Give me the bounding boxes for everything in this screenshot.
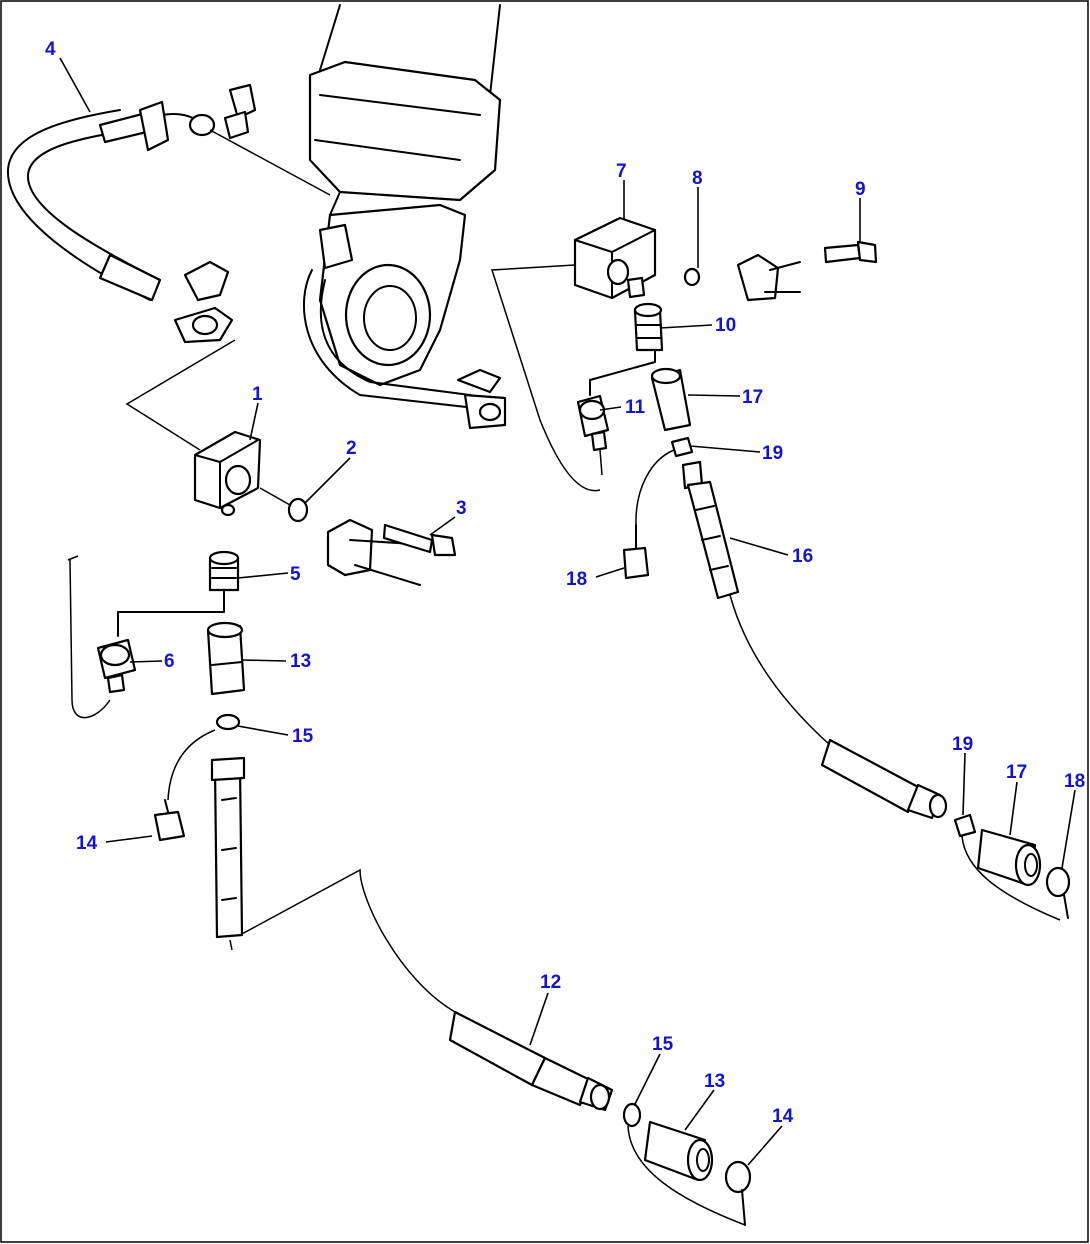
callout-18-top: 18 [566, 569, 587, 590]
callout-6: 6 [164, 651, 175, 672]
nut-13-bottom [643, 1120, 714, 1182]
callout-9: 9 [855, 179, 866, 200]
callout-19-top: 19 [762, 443, 783, 464]
hose-12 [210, 756, 614, 1112]
callout-15-left: 15 [292, 726, 314, 747]
callout-19-right: 19 [952, 734, 973, 755]
callout-4: 4 [45, 39, 56, 60]
flange-bolt-3 [326, 518, 457, 586]
callout-14-left: 14 [76, 833, 98, 854]
block-7 [490, 216, 657, 492]
flange-bolt-9 [736, 240, 878, 302]
callout-3: 3 [456, 498, 467, 519]
plug-14-bottom [724, 1160, 752, 1226]
nut-17-right [976, 828, 1042, 887]
washer-19-top [635, 436, 694, 526]
callout-11: 11 [625, 397, 646, 418]
cap-6 [67, 555, 137, 719]
cylinder-assembly [302, 4, 507, 430]
callout-5: 5 [290, 564, 301, 585]
o-ring-2 [259, 487, 309, 523]
callout-13-left: 13 [290, 651, 311, 672]
nut-13-left [206, 621, 246, 696]
callout-2: 2 [346, 438, 357, 459]
plug-18-right [1045, 866, 1071, 919]
callout-labels: 4 1 2 3 5 6 7 8 9 10 11 17 19 18 16 13 1… [45, 39, 1085, 1127]
connector-10 [589, 302, 664, 396]
connector-5 [117, 550, 240, 637]
callout-17-right: 17 [1006, 762, 1027, 783]
plug-14-left [153, 799, 186, 842]
callout-10: 10 [715, 315, 736, 336]
callout-7: 7 [616, 161, 627, 182]
callout-12: 12 [540, 972, 561, 993]
o-ring-15-bottom [622, 1102, 746, 1226]
washer-19-right [953, 813, 1061, 921]
callout-17-top: 17 [742, 387, 763, 408]
leader-lines [59, 57, 1076, 1166]
callout-1: 1 [252, 384, 263, 405]
callout-13-bottom: 13 [704, 1071, 725, 1092]
o-ring-8 [683, 267, 701, 287]
cap-11 [576, 394, 610, 476]
block-1 [193, 430, 262, 517]
hose-assembly-4 [6, 83, 331, 451]
callout-16: 16 [792, 546, 813, 567]
o-ring-15-left [167, 713, 241, 801]
hose-16 [681, 460, 948, 820]
nut-17-top [650, 367, 692, 432]
plug-18-top [622, 524, 650, 580]
callout-8: 8 [692, 168, 703, 189]
callout-18-right: 18 [1064, 771, 1085, 792]
callout-15-bottom: 15 [652, 1034, 674, 1055]
callout-14-bottom: 14 [772, 1106, 794, 1127]
